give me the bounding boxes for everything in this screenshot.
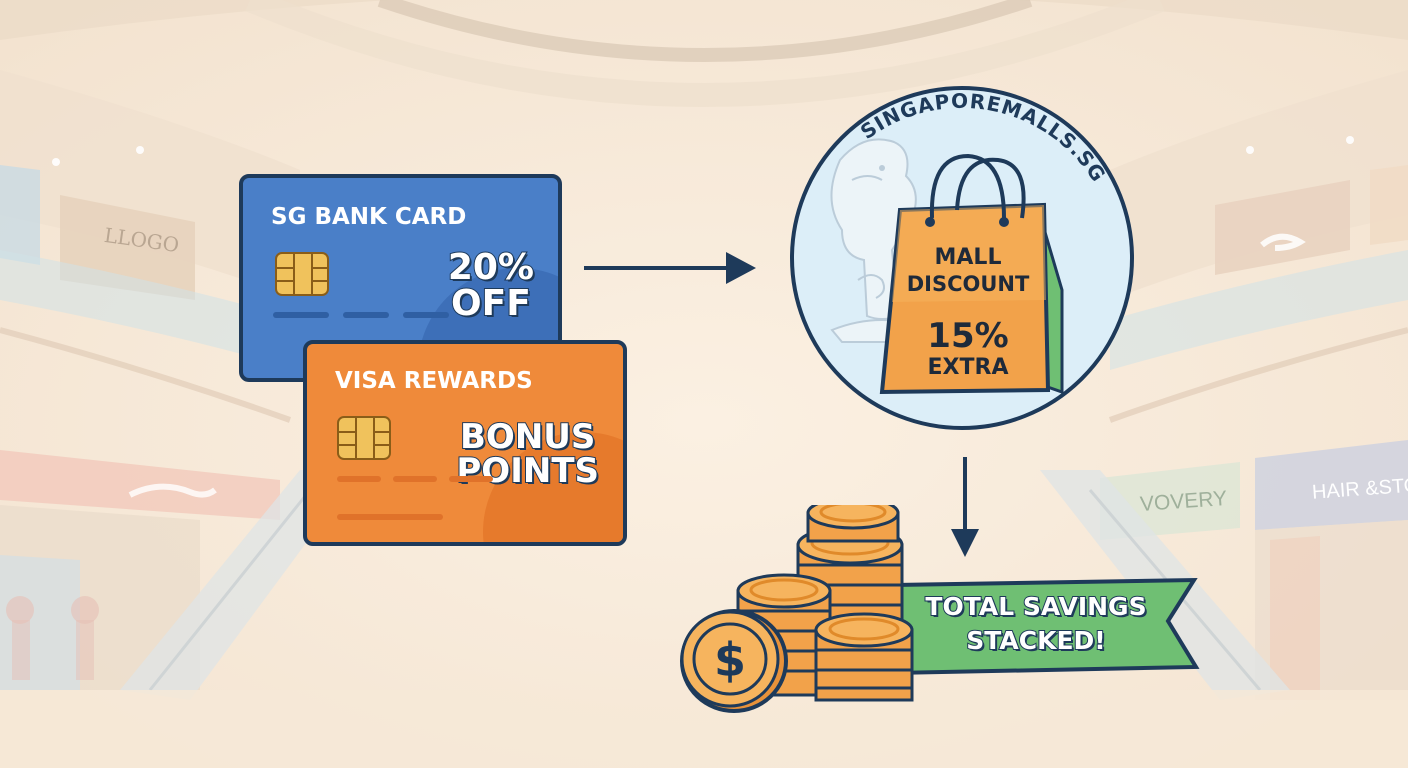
card-title: VISA REWARDS [335,368,533,394]
card-offer-line1: 20% [447,247,535,288]
mall-discount-badge: SINGAPOREMALLS.SG [790,86,1134,430]
banner-line1: TOTAL SAVINGS [924,591,1147,622]
card-offer: BONUS POINTS [455,417,600,491]
card-number-dash [273,312,329,318]
card-number-dash [343,312,389,318]
card-number-dash [337,476,381,482]
bag-line-discount: DISCOUNT [906,272,1030,296]
shopping-bag-icon [879,153,1064,395]
arrow-down-icon [951,457,979,557]
bag-line-mall: MALL [934,245,1002,270]
visa-rewards-card: VISA REWARDS BONUS POINTS [303,340,627,546]
bag-discount-text: MALL DISCOUNT 15% EXTRA [888,245,1048,381]
card-number-dash [393,476,437,482]
banner-line2: STACKED! [965,625,1106,656]
card-number-dash [449,476,493,482]
card-offer-line2: OFF [450,283,532,324]
bag-percent: 15% [927,316,1009,356]
chip-icon [337,416,391,460]
card-number-dash [337,514,443,520]
dollar-symbol: $ [714,633,746,687]
card-offer: 20% OFF [447,247,535,324]
card-number-dash [403,312,449,318]
chip-icon [275,252,329,296]
dollar-coin-icon: $ [680,609,788,713]
card-offer-line1: BONUS [459,417,596,457]
bag-line-extra: EXTRA [927,355,1009,380]
arrow-right-icon [584,252,756,284]
card-title: SG BANK CARD [271,204,467,230]
coin-stack-icon: $ [680,505,1200,713]
card-offer-line2: POINTS [455,451,600,491]
savings-banner-text: TOTAL SAVINGS STACKED! [906,590,1166,658]
